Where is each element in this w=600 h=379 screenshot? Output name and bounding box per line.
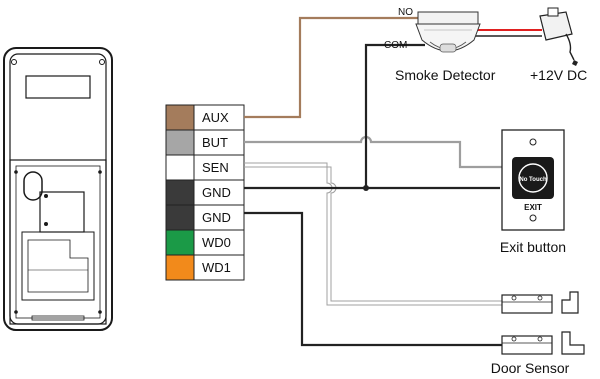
- exit-button-label: Exit button: [500, 239, 566, 255]
- power-supply-label: +12V DC: [530, 67, 587, 83]
- terminal-label-cell: [193, 254, 245, 281]
- exit-button-exit-text: EXIT: [524, 203, 542, 212]
- wires: [244, 16, 542, 347]
- terminal-label: WD1: [202, 260, 231, 275]
- terminal-label: SEN: [202, 160, 229, 175]
- access-control-device: [3, 47, 113, 331]
- terminal-label-cell: [193, 154, 245, 181]
- smoke-detector-no-label: NO: [398, 7, 413, 18]
- terminal-label: BUT: [202, 135, 228, 150]
- terminal-label-cell: [193, 204, 245, 231]
- terminal-row: GND: [165, 179, 245, 206]
- terminal-label: GND: [202, 210, 231, 225]
- gnd-junction: [363, 185, 369, 191]
- terminal-color-swatch: [165, 229, 195, 256]
- terminal-label: GND: [202, 185, 231, 200]
- terminal-row: SEN: [165, 154, 245, 181]
- terminal-row: AUX: [165, 104, 245, 131]
- exit-button: No Touch EXIT Exit button: [500, 129, 566, 255]
- door-sensor: Door Sensor: [491, 291, 585, 376]
- power-adapter-icon: +12V DC: [530, 7, 587, 83]
- sen-wire-a: [244, 162, 502, 306]
- smoke-detector: NO COM Smoke Detector: [384, 7, 496, 83]
- terminal-color-swatch: [165, 254, 195, 281]
- exit-button-face-text: No Touch: [519, 177, 547, 183]
- door-sensor-label: Door Sensor: [491, 360, 570, 376]
- gnd-com-wire: [364, 43, 425, 188]
- terminal-row: WD0: [165, 229, 245, 256]
- aux-wire: [244, 16, 425, 119]
- terminal-row: WD1: [165, 254, 245, 281]
- terminal-label: WD0: [202, 235, 231, 250]
- terminal-row: GND: [165, 204, 245, 231]
- smoke-detector-label: Smoke Detector: [395, 67, 496, 83]
- terminal-color-swatch: [165, 104, 195, 131]
- terminal-label: AUX: [202, 110, 229, 125]
- terminal-color-swatch: [165, 129, 195, 156]
- terminal-color-swatch: [165, 179, 195, 206]
- terminal-color-swatch: [165, 204, 195, 231]
- smoke-detector-com-label: COM: [384, 40, 407, 51]
- terminal-row: BUT: [165, 129, 245, 156]
- but-wire: [244, 135, 506, 169]
- terminal-color-swatch: [165, 154, 195, 181]
- gnd-wire-2: [244, 211, 502, 347]
